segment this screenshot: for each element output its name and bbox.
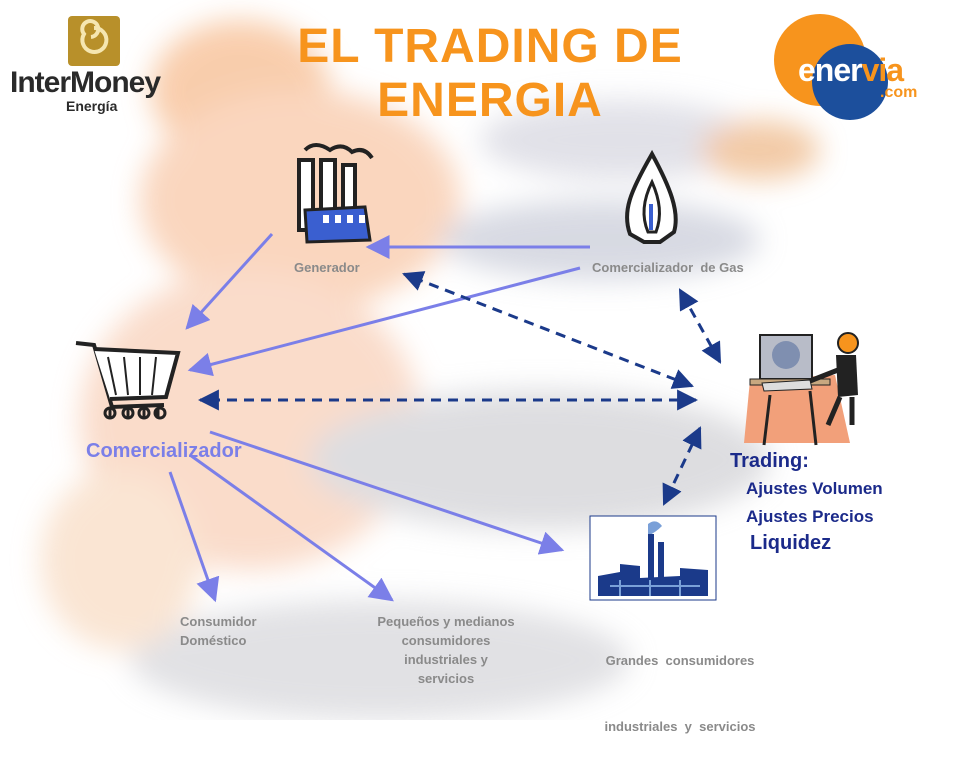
page-title: EL TRADING DE ENERGIA (240, 20, 740, 128)
title-line2: ENERGIA (377, 74, 603, 127)
label-generador: Generador (294, 260, 360, 275)
factory-icon (297, 143, 374, 244)
enervia-part2: via (861, 52, 904, 88)
trading-liquidez: Liquidez (750, 532, 832, 554)
label-gas: Comercializador de Gas (592, 260, 744, 275)
enervia-part1: ener (798, 52, 863, 88)
background-watermark (40, 20, 820, 720)
arrow-trading-grandes (662, 426, 702, 506)
trading-item-volumen: Ajustes Volumen (746, 479, 883, 498)
gas-flame-icon (625, 149, 678, 244)
arrow-trading-generador (402, 271, 694, 389)
solid-arrows (168, 232, 590, 603)
trading-block: Trading: (730, 450, 809, 473)
enervia-logo (774, 14, 888, 120)
label-pymes: Pequeños y medianos consumidores industr… (377, 614, 515, 686)
trading-label: Trading: (730, 450, 809, 472)
industrial-plant-icon (589, 515, 717, 601)
arrow-comercializador-to-grandes (209, 430, 565, 555)
label-comercializador: Comercializador (86, 440, 242, 462)
dashed-arrows (197, 271, 722, 506)
arrow-generador-to-comercializador (185, 232, 274, 330)
label-domestico: Consumidor Doméstico (180, 614, 257, 648)
shopping-cart-icon (75, 341, 181, 420)
arrow-trading-gas (678, 288, 722, 364)
intermoney-logo (68, 16, 120, 66)
enervia-wordmark: enervia (798, 52, 904, 89)
intermoney-sub: Energía (66, 98, 118, 114)
arrow-gas-to-comercializador (187, 266, 581, 377)
title-line1: EL TRADING DE (297, 20, 683, 73)
arrow-comercializador-to-pymes (189, 453, 394, 602)
diagram-canvas (68, 14, 888, 603)
intermoney-name: InterMoney (10, 66, 161, 99)
trader-computer-icon (744, 332, 859, 446)
enervia-domain: .com (880, 84, 918, 101)
trading-item-precios: Ajustes Precios (746, 507, 874, 526)
label-grandes: Grandes consumidores industriales y serv… (604, 653, 756, 734)
arrow-comercializador-to-domestico (168, 471, 220, 603)
